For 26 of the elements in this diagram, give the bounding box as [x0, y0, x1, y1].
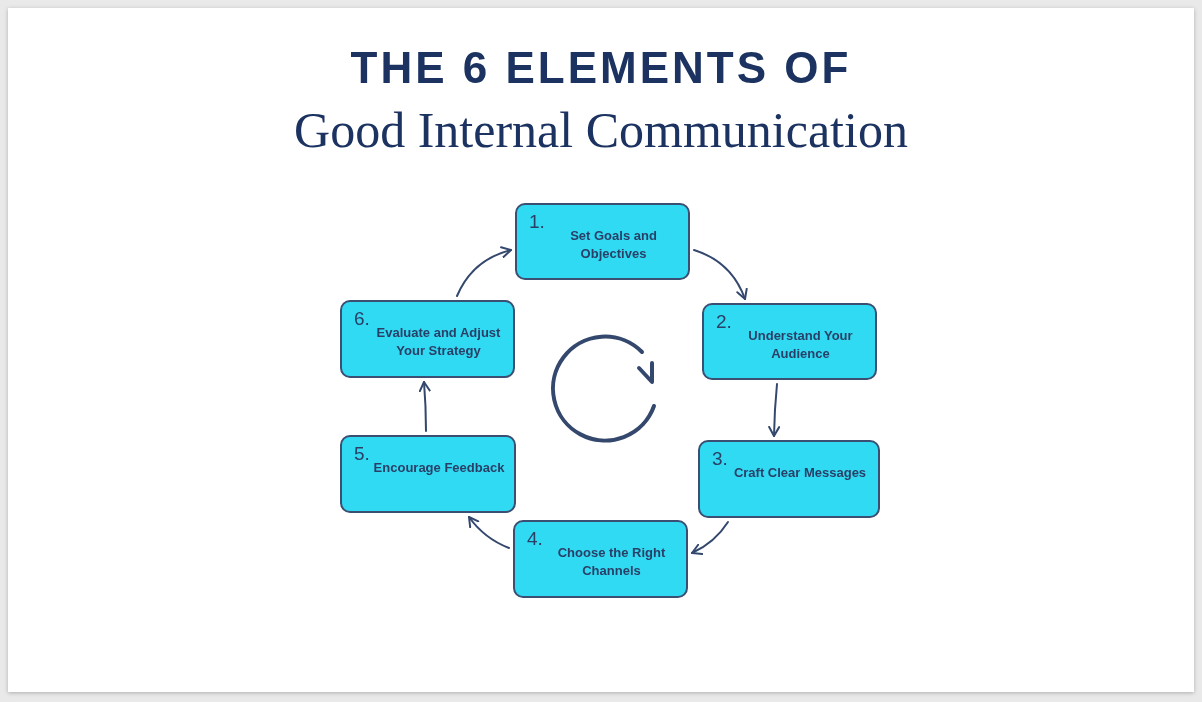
step-number: 5. [354, 443, 370, 465]
arrow [468, 516, 510, 549]
step-label: Evaluate and Adjust Your Strategy [375, 324, 502, 360]
arrow [456, 246, 512, 297]
step-box [515, 203, 690, 280]
step-box [513, 520, 688, 598]
step-label: Understand Your Audience [747, 327, 854, 363]
arrow [768, 383, 781, 437]
step-box [340, 300, 515, 378]
title: THE 6 ELEMENTS OF [349, 42, 853, 94]
step-box [340, 435, 516, 513]
step-label: Craft Clear Messages [732, 464, 868, 482]
step-number: 3. [712, 448, 728, 470]
step-label: Set Goals and Objectives [569, 227, 658, 263]
arrow [693, 249, 748, 300]
step-number: 1. [529, 211, 545, 233]
step-box [702, 303, 877, 380]
step-number: 6. [354, 308, 370, 330]
step-label: Encourage Feedback [372, 459, 506, 477]
arrow [691, 521, 729, 555]
step-box [698, 440, 880, 518]
arrow [418, 381, 431, 432]
step-label: Choose the Right Channels [556, 544, 667, 580]
step-number: 4. [527, 528, 543, 550]
step-number: 2. [716, 311, 732, 333]
subtitle: Good Internal Communication [293, 101, 909, 160]
